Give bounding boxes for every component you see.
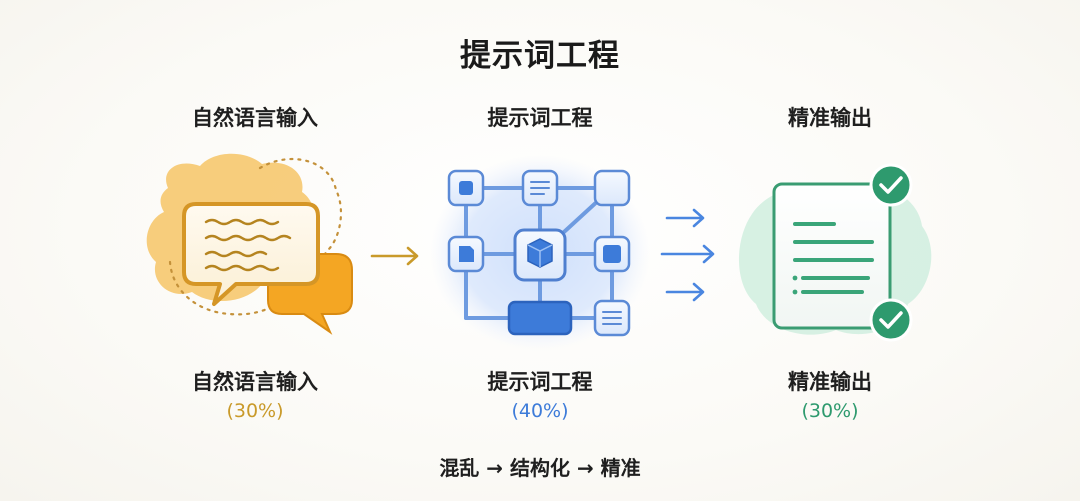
checked-document-icon [738, 163, 932, 342]
stage-heading-input: 自然语言输入 [192, 106, 318, 130]
stage-percent-engineering: (40%) [511, 400, 569, 422]
node-network-icon [430, 155, 650, 351]
check-badge-icon [869, 298, 913, 342]
stage-label-engineering: 提示词工程 [487, 370, 593, 394]
check-badge-icon [869, 163, 913, 207]
arrow-right-icon [370, 246, 419, 266]
stage-heading-engineering: 提示词工程 [487, 106, 593, 130]
stage-label-input: 自然语言输入 [192, 370, 318, 394]
stage-percent-input: (30%) [226, 400, 284, 422]
stage-heading-output: 精准输出 [788, 106, 872, 130]
page-title: 提示词工程 [460, 38, 620, 74]
flow-summary: 混乱 → 结构化 → 精准 [439, 456, 641, 480]
speech-bubbles-icon [146, 153, 353, 335]
stage-percent-output: (30%) [801, 400, 859, 422]
stage-label-output: 精准输出 [788, 370, 872, 394]
triple-arrow-right-icon [660, 208, 715, 302]
